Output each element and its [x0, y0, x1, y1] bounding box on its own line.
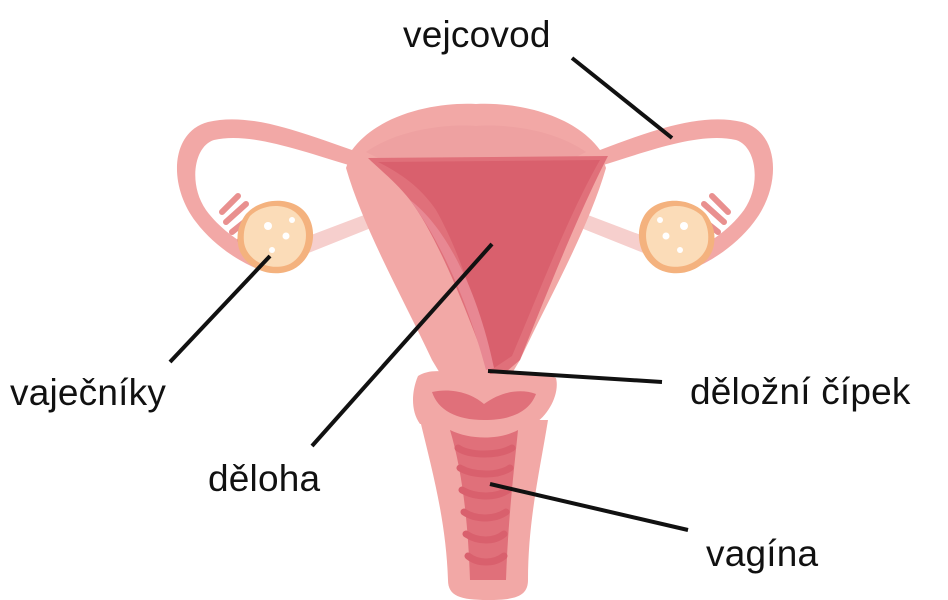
ovaries-label: vaječníky	[10, 374, 166, 411]
cervix-label: děložní čípek	[690, 373, 911, 410]
uterus-label: děloha	[208, 460, 320, 497]
left-ovary	[237, 201, 313, 274]
fallopian-tube-label: vejcovod	[403, 16, 551, 53]
ovary-leader-line	[170, 256, 270, 362]
right-ovary	[639, 201, 715, 274]
tube-leader-line	[572, 58, 672, 138]
vagina-label: vagína	[706, 535, 818, 572]
